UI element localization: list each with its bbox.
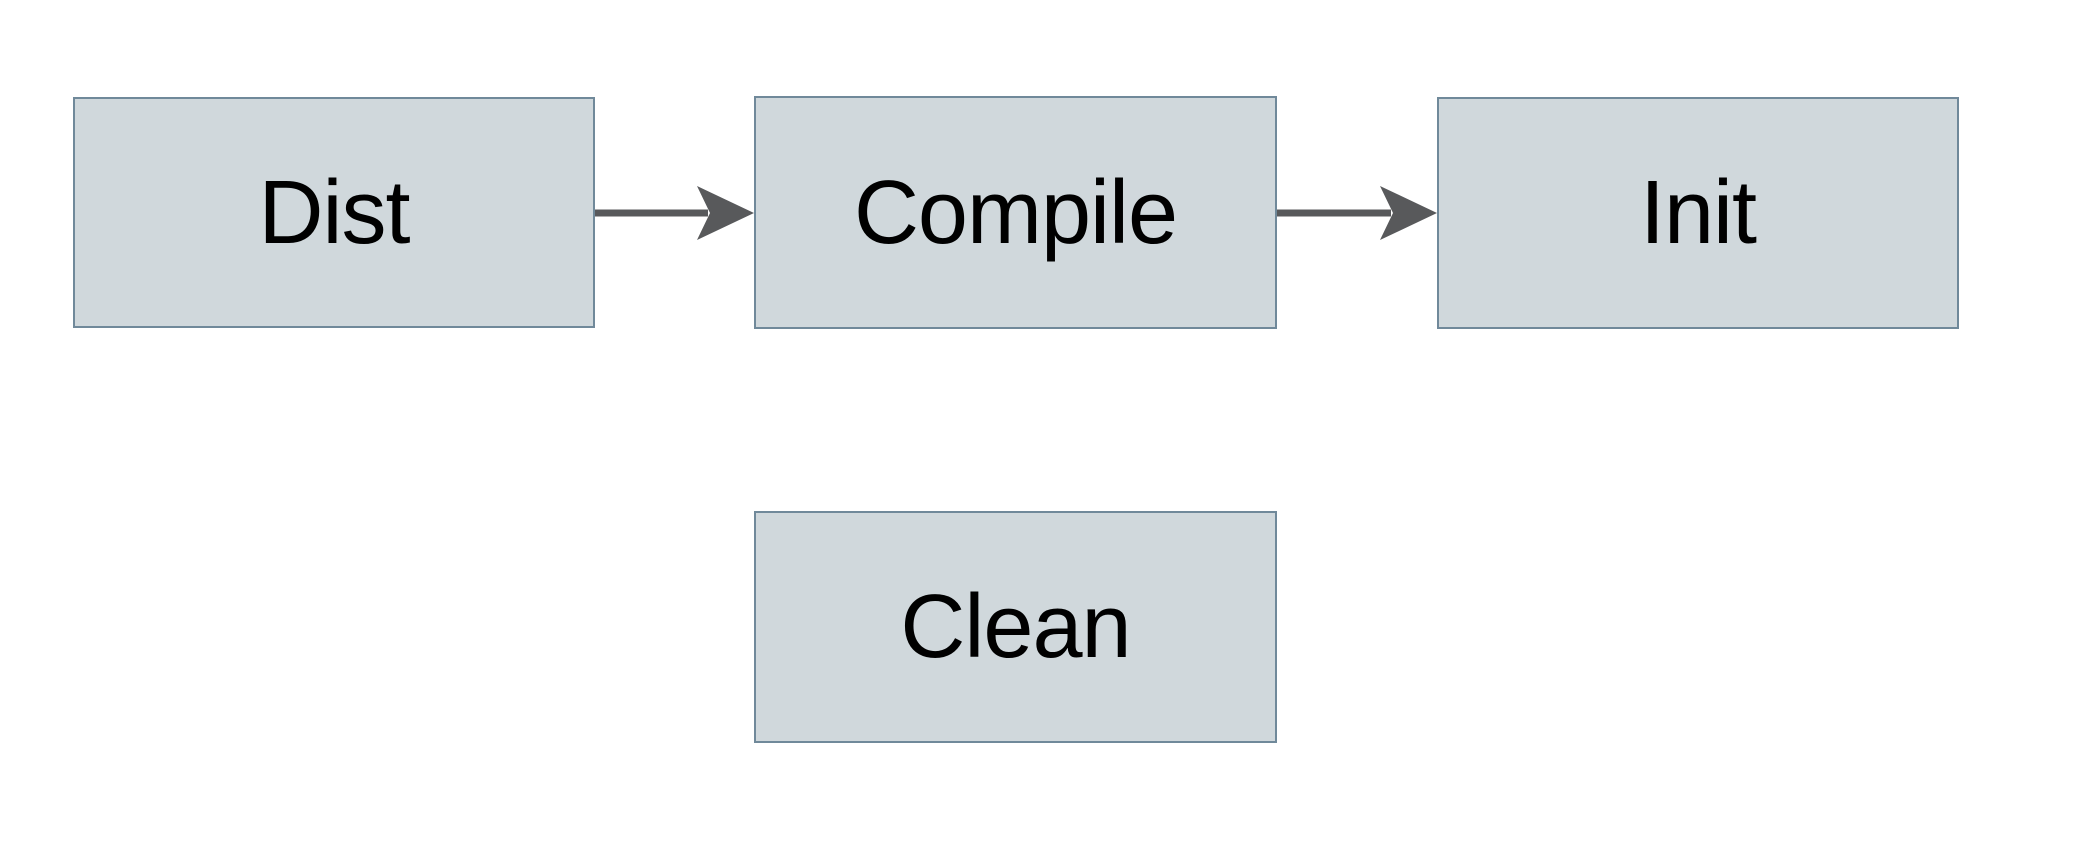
edge-dist-to-compile[interactable]: [595, 186, 754, 240]
node-init[interactable]: Init: [1437, 97, 1959, 329]
arrowhead-icon: [1380, 186, 1437, 240]
node-dist[interactable]: Dist: [73, 97, 595, 328]
edge-compile-to-init[interactable]: [1277, 186, 1437, 240]
arrowhead-icon: [697, 186, 754, 240]
node-clean[interactable]: Clean: [754, 511, 1277, 743]
node-init-label: Init: [1639, 163, 1757, 263]
node-clean-label: Clean: [900, 577, 1131, 677]
node-compile-label: Compile: [853, 162, 1178, 263]
node-compile[interactable]: Compile: [754, 96, 1277, 329]
node-dist-label: Dist: [258, 162, 411, 263]
